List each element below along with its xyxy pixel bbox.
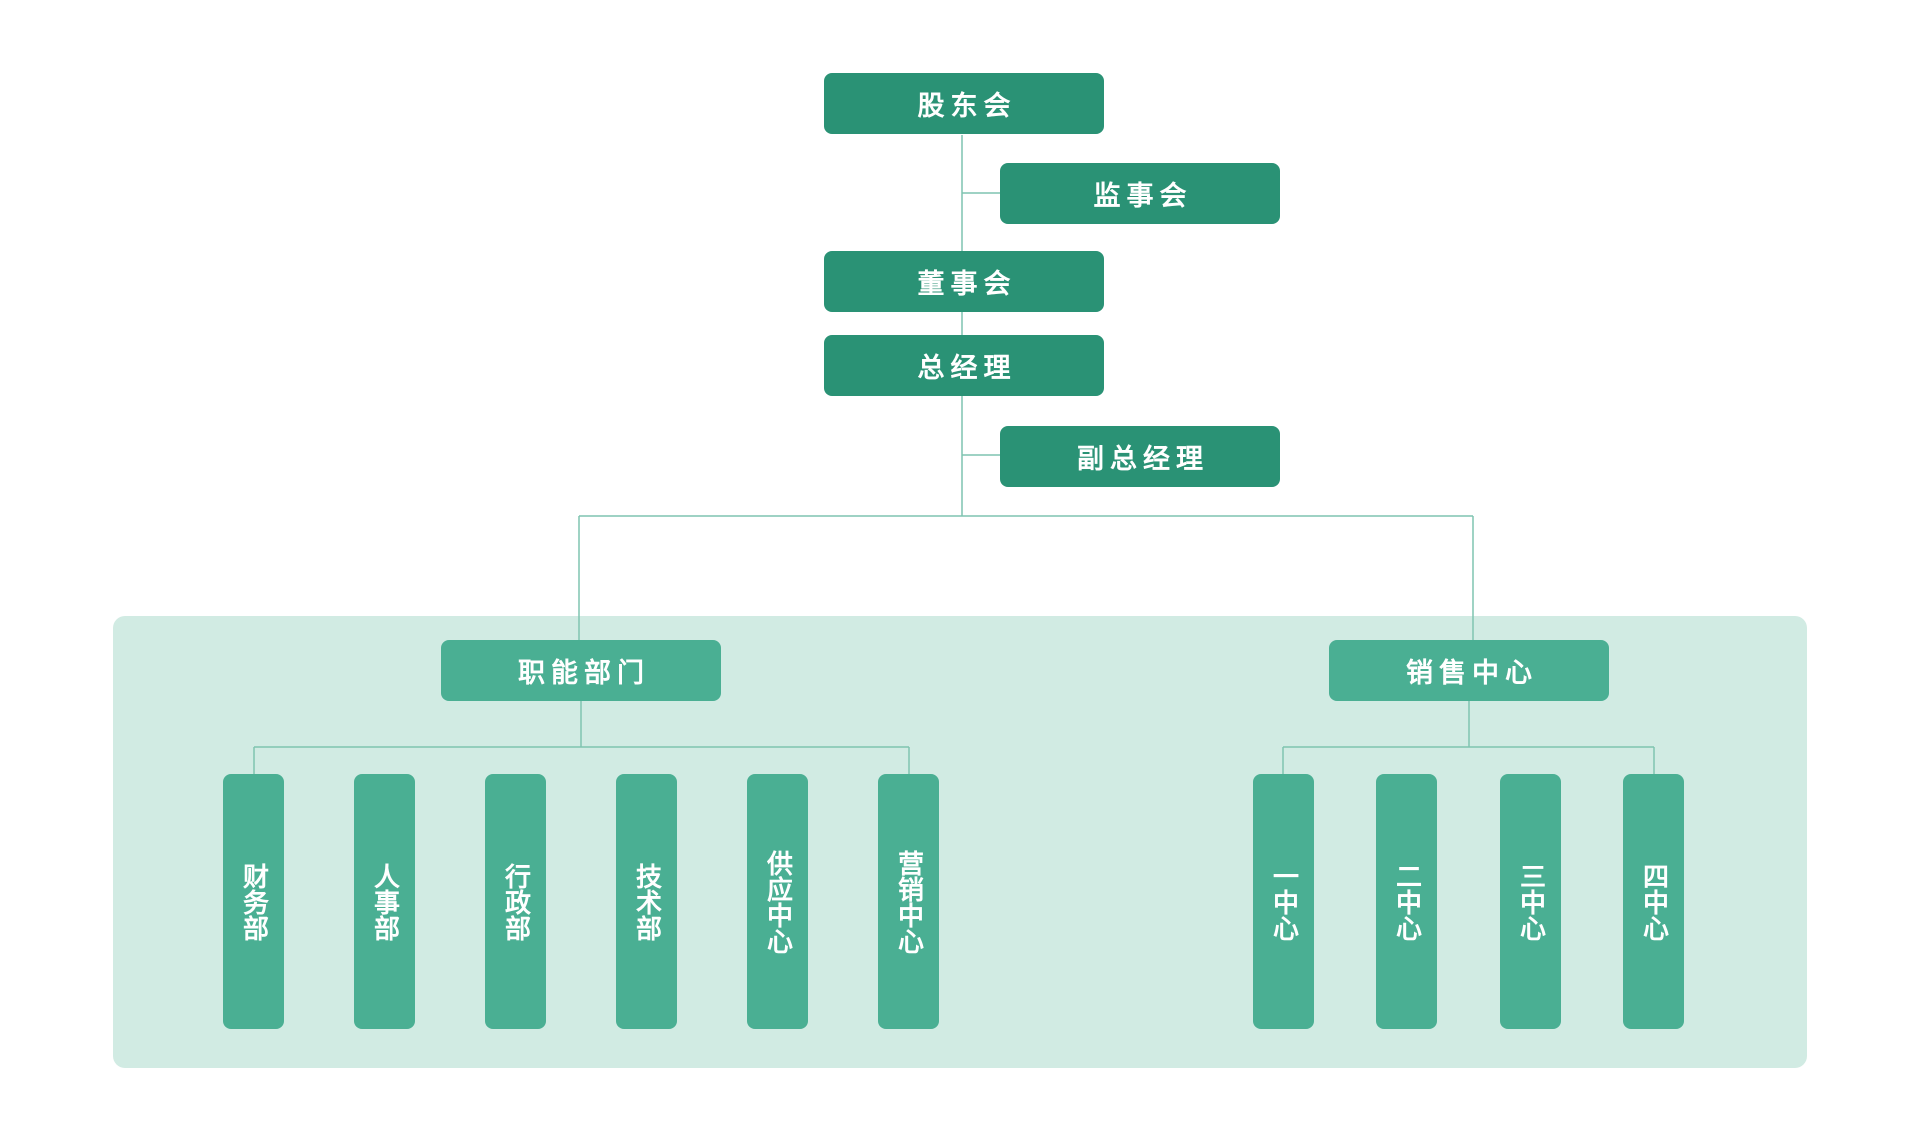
dept-supply: 供应中心 bbox=[747, 774, 808, 1029]
sales-center-2: 二中心 bbox=[1376, 774, 1437, 1029]
general-manager-box: 总经理 bbox=[824, 335, 1104, 396]
deputy-general-manager-box: 副总经理 bbox=[1000, 426, 1280, 487]
dept-hr: 人事部 bbox=[354, 774, 415, 1029]
sales-center-4: 四中心 bbox=[1623, 774, 1684, 1029]
dept-finance: 财务部 bbox=[223, 774, 284, 1029]
supervisors-box: 监事会 bbox=[1000, 163, 1280, 224]
sales-center-box: 销售中心 bbox=[1329, 640, 1609, 701]
sales-center-3: 三中心 bbox=[1500, 774, 1561, 1029]
dept-marketing: 营销中心 bbox=[878, 774, 939, 1029]
sales-center-1: 一中心 bbox=[1253, 774, 1314, 1029]
board-box: 董事会 bbox=[824, 251, 1104, 312]
dept-tech: 技术部 bbox=[616, 774, 677, 1029]
dept-admin: 行政部 bbox=[485, 774, 546, 1029]
functional-departments-box: 职能部门 bbox=[441, 640, 721, 701]
shareholders-box: 股东会 bbox=[824, 73, 1104, 134]
